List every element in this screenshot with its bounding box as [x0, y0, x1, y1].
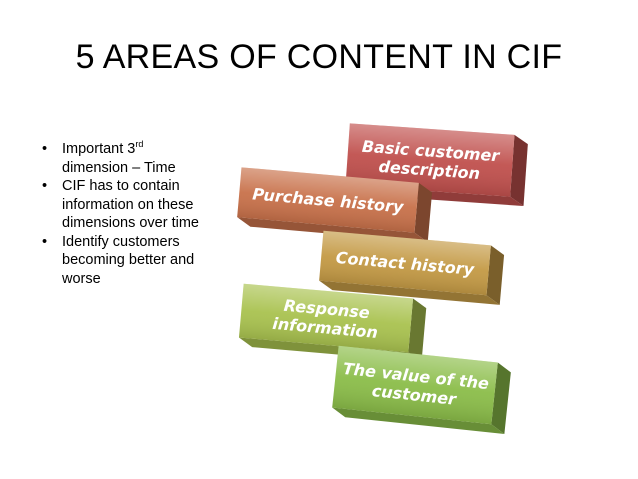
bullet-dot-icon: • [42, 233, 48, 250]
slide-title: 5 AREAS OF CONTENT IN CIF [75, 38, 563, 76]
bullet-text: CIF has to contain information on these … [62, 178, 199, 231]
bullet-dot-icon: • [42, 141, 48, 157]
box-side-face [510, 134, 528, 207]
bullet-list: • Important 3rd dimension – Time • CIF h… [40, 140, 210, 288]
bullet-text: Identify customers becoming better and w… [62, 233, 195, 287]
box-side-face [408, 298, 427, 362]
bullet-text: dimension – Time [62, 159, 176, 176]
box-bottom-face [332, 407, 505, 435]
box-shine [319, 230, 491, 296]
bullet-text: Important 3 [62, 141, 136, 157]
box-side-face [414, 182, 433, 243]
bullet-item: • Important 3rd dimension – Time [40, 140, 210, 177]
box-shine [238, 283, 414, 353]
box-shine [332, 345, 498, 425]
diagram-box: Contact history [319, 230, 505, 305]
bullet-dot-icon: • [42, 178, 48, 194]
bullet-superscript: rd [135, 139, 144, 150]
bullet-item: • Identify customers becoming better and… [40, 233, 210, 289]
box-bottom-face [319, 280, 500, 305]
box-side-face [491, 362, 511, 435]
box-shine [237, 167, 419, 233]
bullet-item: • CIF has to contain information on thes… [40, 177, 210, 233]
box-shine [345, 123, 515, 197]
box-side-face [486, 245, 505, 305]
